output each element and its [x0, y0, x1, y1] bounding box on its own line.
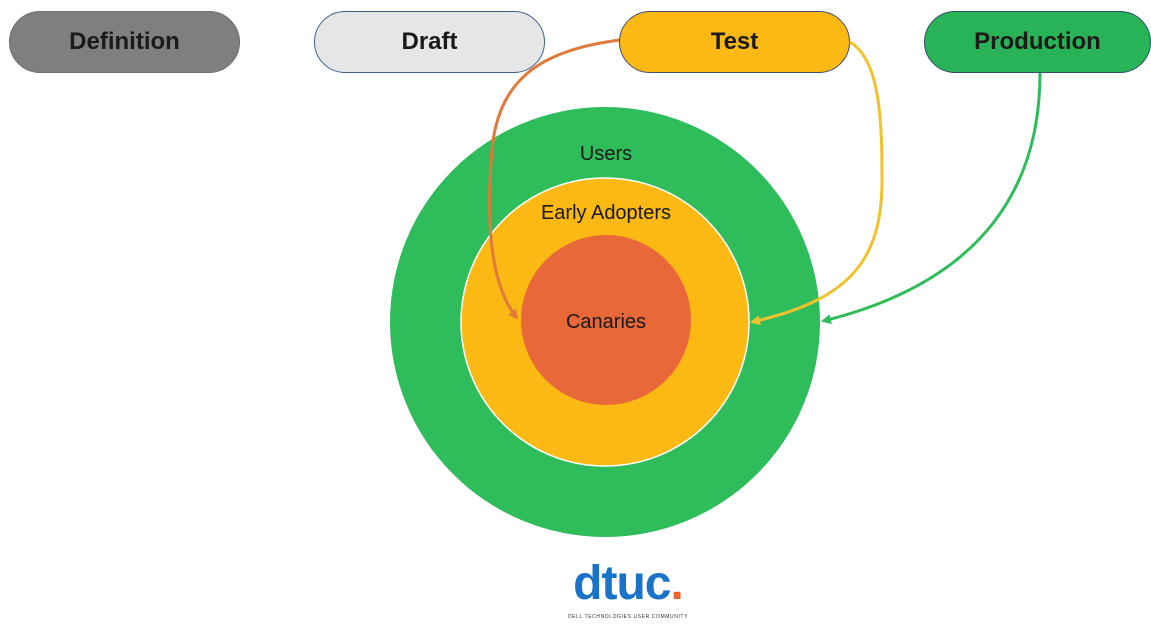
production-to-users-arrow — [821, 72, 1042, 324]
test-to-early-adopters-arrow — [750, 40, 884, 326]
early-adopters-label: Early Adopters — [541, 202, 671, 224]
stage-definition: Definition — [9, 11, 240, 73]
dtuc-logo: dtuc. DELL TECHNOLOGIES USER COMMUNITY — [560, 560, 696, 626]
stage-test: Test — [619, 11, 850, 73]
logo-dot: . — [670, 557, 683, 610]
canaries-label: Canaries — [566, 311, 646, 333]
canaries-ring — [521, 235, 691, 405]
users-label: Users — [580, 143, 632, 165]
logo-wordmark-text: dtuc — [573, 557, 671, 610]
test-to-canaries-arrow — [488, 38, 621, 320]
stage-draft: Draft — [314, 11, 545, 73]
stage-production: Production — [924, 11, 1151, 73]
logo-tagline: DELL TECHNOLOGIES USER COMMUNITY — [567, 614, 689, 620]
logo-wordmark: dtuc. — [573, 557, 684, 610]
